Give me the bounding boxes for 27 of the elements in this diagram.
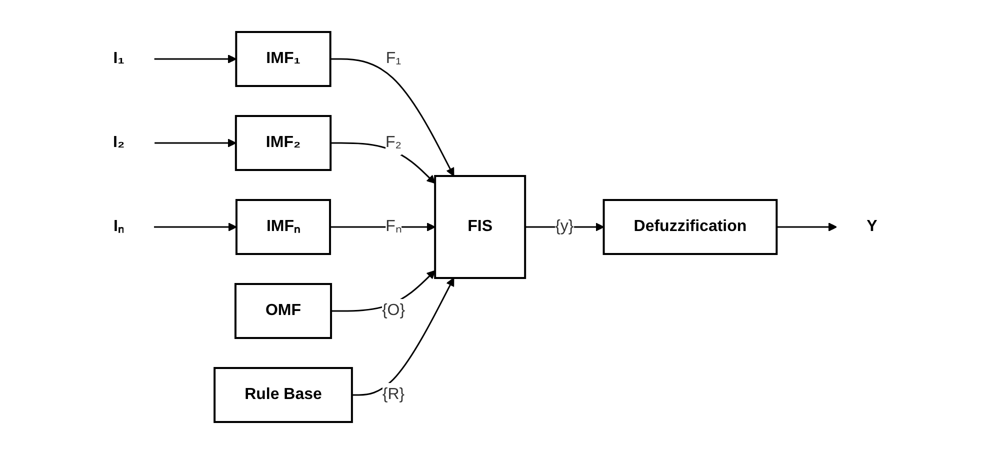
arrow — [352, 277, 455, 396]
node-box: IMF₂ — [235, 114, 332, 170]
arrow — [330, 58, 455, 176]
arrow — [776, 222, 838, 231]
node-text: Y — [866, 218, 878, 234]
node-text: I₂ — [113, 134, 125, 150]
node-text: Iₙ — [114, 218, 124, 234]
edge-label: F₁ — [386, 50, 402, 66]
edge-label: {R} — [382, 386, 405, 402]
edge-label: F₂ — [386, 134, 402, 150]
node-box: IMFₙ — [236, 198, 332, 254]
edge-label: Fₙ — [386, 218, 402, 234]
node-box: OMF — [234, 282, 332, 338]
edge-label: {O} — [382, 302, 406, 318]
arrow — [154, 138, 237, 147]
arrow — [330, 222, 436, 231]
node-text: I₁ — [114, 50, 125, 66]
node-box: FIS — [434, 174, 526, 278]
arrow — [525, 222, 604, 231]
node-box: Rule Base — [214, 366, 354, 422]
arrow — [330, 142, 436, 184]
node-box: IMF₁ — [236, 30, 332, 86]
arrow — [154, 222, 238, 231]
arrow — [331, 270, 436, 312]
node-box: Defuzzification — [603, 198, 778, 254]
arrow — [154, 54, 237, 63]
edge-label: {y} — [555, 218, 574, 234]
